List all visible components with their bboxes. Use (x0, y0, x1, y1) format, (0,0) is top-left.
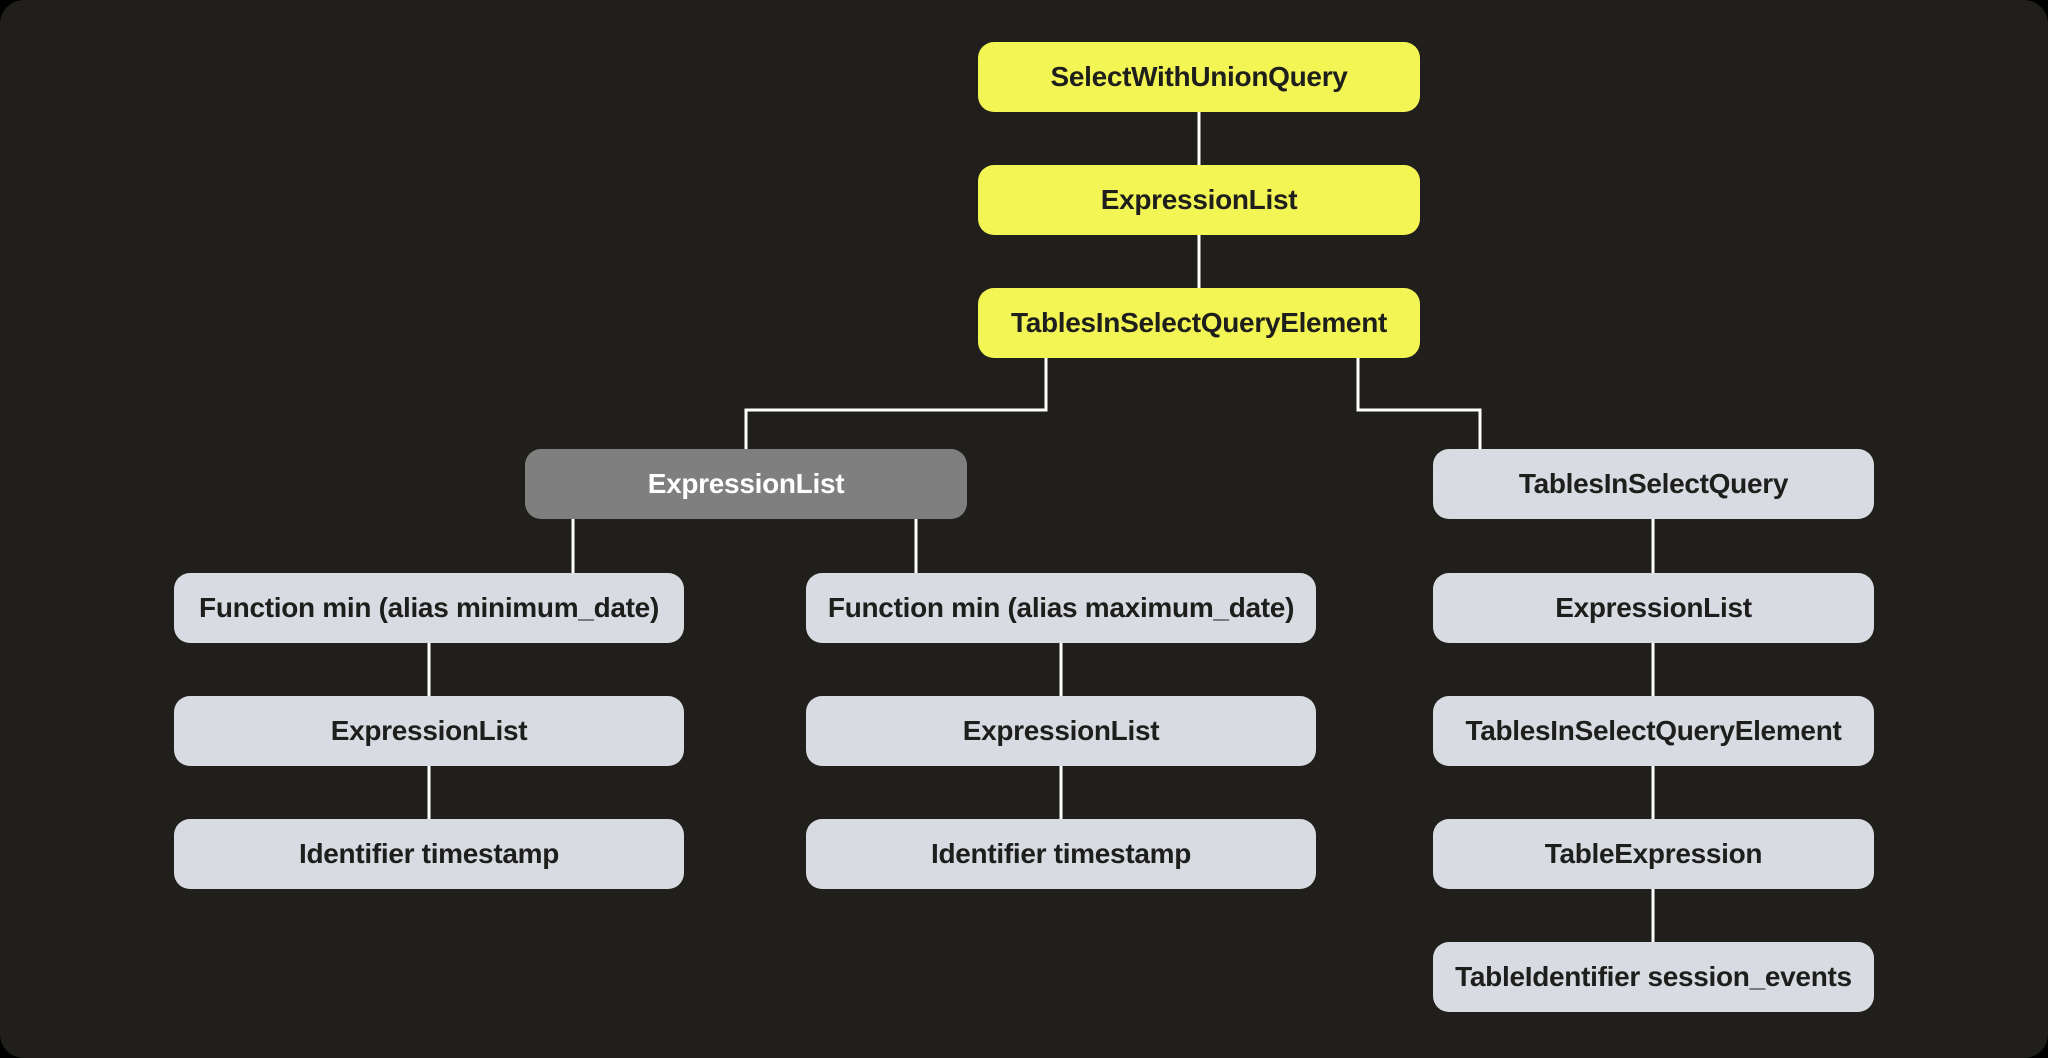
ast-node-label: TablesInSelectQueryElement (1465, 715, 1842, 746)
ast-node-function-min-maximum-date[interactable]: Function min (alias maximum_date) (806, 573, 1316, 643)
ast-node-label: Function min (alias minimum_date) (199, 592, 659, 623)
ast-node-label: ExpressionList (1100, 184, 1298, 215)
ast-node-label: Identifier timestamp (298, 838, 560, 869)
ast-node-table-expression[interactable]: TableExpression (1433, 819, 1874, 889)
ast-node-label: TableExpression (1544, 838, 1763, 869)
ast-node-tables-in-select-query-element-top[interactable]: TablesInSelectQueryElement (978, 288, 1420, 358)
ast-node-select-with-union-query[interactable]: SelectWithUnionQuery (978, 42, 1420, 112)
ast-node-label: Identifier timestamp (930, 838, 1192, 869)
ast-node-label: ExpressionList (647, 468, 845, 499)
edge-tablesinselectqueryelement-to-expressionlist-selected (744, 358, 1048, 449)
ast-node-label: TablesInSelectQuery (1518, 468, 1789, 499)
ast-node-table-identifier-session-events[interactable]: TableIdentifier session_events (1433, 942, 1874, 1012)
ast-node-label: Function min (alias maximum_date) (827, 592, 1295, 623)
ast-node-expression-list-min[interactable]: ExpressionList (174, 696, 684, 766)
ast-node-identifier-timestamp-max[interactable]: Identifier timestamp (806, 819, 1316, 889)
ast-node-identifier-timestamp-min[interactable]: Identifier timestamp (174, 819, 684, 889)
ast-node-label: SelectWithUnionQuery (1050, 61, 1348, 92)
ast-node-label: ExpressionList (330, 715, 528, 746)
ast-node-tables-in-select-query-element-inner[interactable]: TablesInSelectQueryElement (1433, 696, 1874, 766)
ast-node-label: TablesInSelectQueryElement (1010, 307, 1388, 338)
edge-tablesinselectqueryelement-to-tablesinselectquery (1356, 358, 1482, 449)
ast-node-expression-list-top[interactable]: ExpressionList (978, 165, 1420, 235)
ast-node-expression-list-max[interactable]: ExpressionList (806, 696, 1316, 766)
ast-node-label: TableIdentifier session_events (1455, 961, 1852, 992)
ast-node-expression-list-selected[interactable]: ExpressionList (525, 449, 967, 519)
ast-node-label: ExpressionList (1555, 592, 1752, 623)
ast-node-function-min-minimum-date[interactable]: Function min (alias minimum_date) (174, 573, 684, 643)
ast-node-tables-in-select-query[interactable]: TablesInSelectQuery (1433, 449, 1874, 519)
ast-node-expression-list-tables[interactable]: ExpressionList (1433, 573, 1874, 643)
ast-node-label: ExpressionList (962, 715, 1160, 746)
